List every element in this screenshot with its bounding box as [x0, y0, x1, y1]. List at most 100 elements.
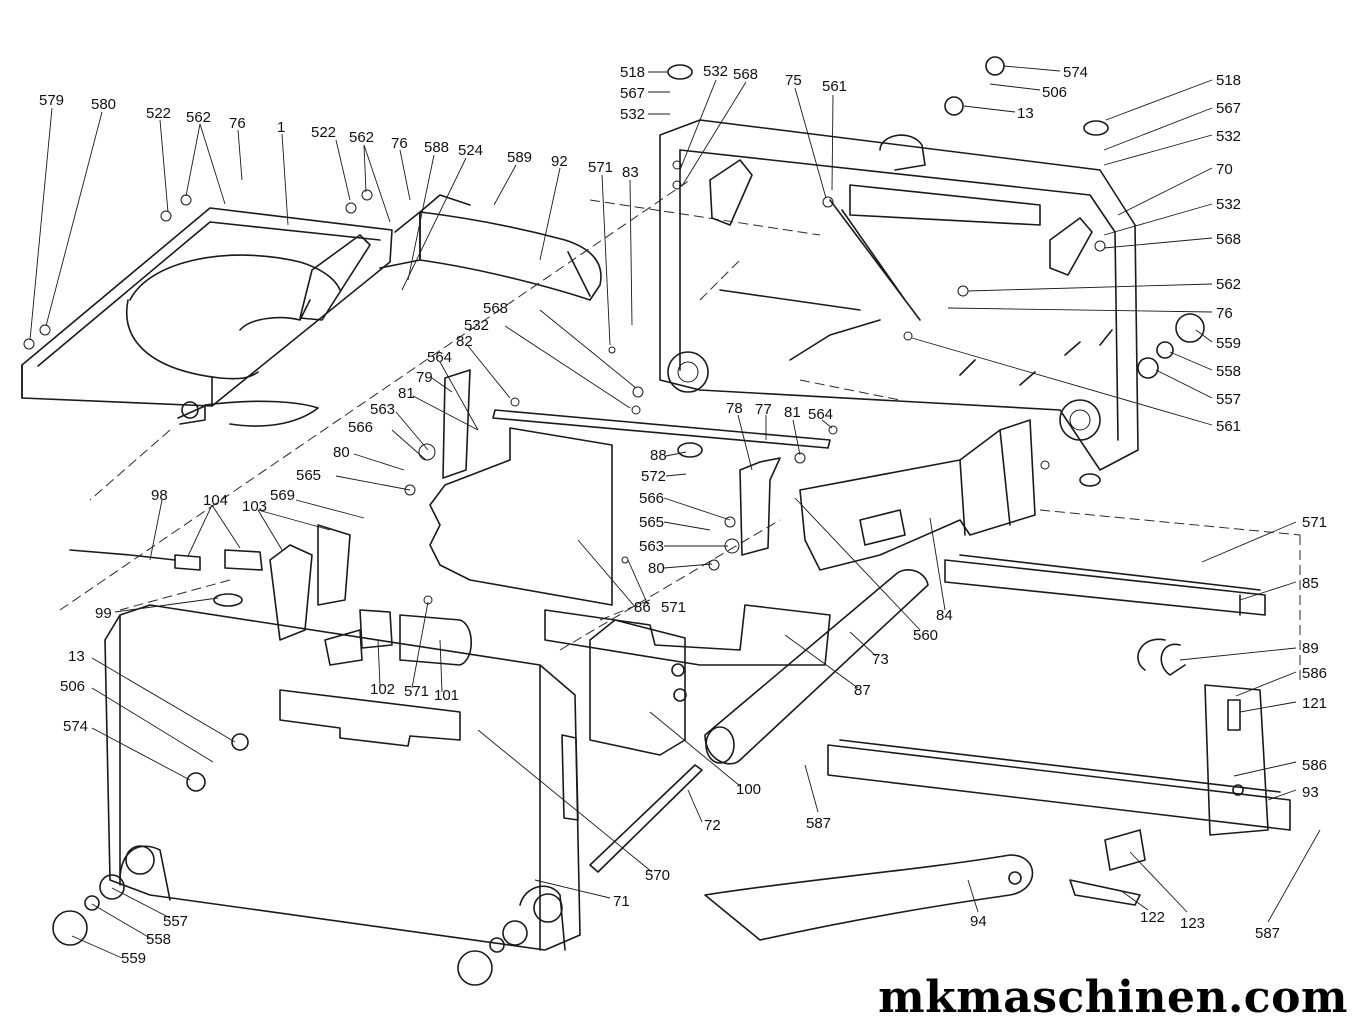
guard-frame-part-1	[21, 207, 393, 427]
callout-85: 85	[1302, 575, 1319, 592]
callout-506: 506	[1042, 84, 1067, 101]
tube-part-73	[704, 569, 929, 765]
callout-93: 93	[1302, 784, 1319, 801]
capacitor-part-101	[399, 614, 472, 666]
callout-566: 566	[639, 490, 664, 507]
callout-101: 101	[434, 687, 459, 704]
callout-13: 13	[68, 648, 85, 665]
callout-563: 563	[639, 538, 664, 555]
callout-561: 561	[1216, 418, 1241, 435]
upper-frame-part-70	[659, 119, 1139, 471]
callout-557: 557	[163, 913, 188, 930]
callout-558: 558	[1216, 363, 1241, 380]
callout-73: 73	[872, 651, 889, 668]
callout-524: 524	[458, 142, 483, 159]
handle-part-94	[704, 854, 1034, 941]
callout-81: 81	[398, 385, 415, 402]
callout-560: 560	[913, 627, 938, 644]
projection-lines	[59, 179, 1301, 680]
callout-566: 566	[348, 419, 373, 436]
callout-571: 571	[588, 159, 613, 176]
callout-587: 587	[806, 815, 831, 832]
plate-part-87	[544, 604, 831, 666]
callout-571: 571	[1302, 514, 1327, 531]
callout-562: 562	[186, 109, 211, 126]
callout-580: 580	[91, 96, 116, 113]
latch-part-123	[1104, 829, 1146, 871]
latch-part-122	[1069, 879, 1141, 906]
callout-86: 86	[634, 599, 651, 616]
callout-82: 82	[456, 333, 473, 350]
callout-557: 557	[1216, 391, 1241, 408]
callout-532: 532	[703, 63, 728, 80]
leader-lines	[29, 65, 1321, 959]
threaded-rod-part-72	[589, 764, 703, 873]
callout-78: 78	[726, 400, 743, 417]
bracket-part-78	[739, 457, 781, 556]
callout-88: 88	[650, 447, 667, 464]
callout-567: 567	[620, 85, 645, 102]
callout-13: 13	[1017, 105, 1034, 122]
callout-569: 569	[270, 487, 295, 504]
callout-1: 1	[277, 119, 285, 136]
callout-588: 588	[424, 139, 449, 156]
callout-80: 80	[648, 560, 665, 577]
rod-bar-part-77	[492, 409, 831, 449]
clamp-part-102	[324, 609, 393, 666]
callout-586: 586	[1302, 757, 1327, 774]
callout-87: 87	[854, 682, 871, 699]
callout-76: 76	[391, 135, 408, 152]
dust-chute-part-84	[799, 419, 1036, 571]
callout-559: 559	[121, 950, 146, 967]
callout-75: 75	[785, 72, 802, 89]
power-cable-part-98	[69, 549, 263, 571]
callout-561: 561	[822, 78, 847, 95]
callout-564: 564	[808, 406, 833, 423]
callout-121: 121	[1302, 695, 1327, 712]
callout-522: 522	[146, 105, 171, 122]
callout-586: 586	[1302, 665, 1327, 682]
motor-housing-part-71	[104, 604, 581, 951]
callout-568: 568	[733, 66, 758, 83]
blade-cover-part-92	[379, 194, 602, 301]
callout-567: 567	[1216, 100, 1241, 117]
callout-518: 518	[1216, 72, 1241, 89]
callout-563: 563	[370, 401, 395, 418]
clip-part-89	[1137, 638, 1186, 676]
callout-572: 572	[641, 468, 666, 485]
upright-bracket-part-121	[1204, 684, 1269, 836]
callout-80: 80	[333, 444, 350, 461]
callout-labels: 579 580 522 562 76 1 522 562 76 588 524 …	[39, 63, 1327, 967]
grommet-part-99	[213, 593, 243, 607]
callout-76: 76	[229, 115, 246, 132]
callout-70: 70	[1216, 161, 1233, 178]
callout-564: 564	[427, 349, 452, 366]
callout-532: 532	[1216, 196, 1241, 213]
callout-98: 98	[151, 487, 168, 504]
callout-562: 562	[1216, 276, 1241, 293]
callout-565: 565	[296, 467, 321, 484]
callout-81: 81	[784, 404, 801, 421]
callout-562: 562	[349, 129, 374, 146]
switch-box-part-100	[589, 619, 687, 756]
callout-571: 571	[661, 599, 686, 616]
callout-104: 104	[203, 492, 228, 509]
callout-506: 506	[60, 678, 85, 695]
callout-518: 518	[620, 64, 645, 81]
callout-568: 568	[483, 300, 508, 317]
bracket-part-79	[442, 369, 471, 479]
callout-570: 570	[645, 867, 670, 884]
callout-79: 79	[416, 369, 433, 386]
callout-571: 571	[404, 683, 429, 700]
callout-99: 99	[95, 605, 112, 622]
watermark-text: mkmaschinen.com	[878, 972, 1348, 1023]
callout-558: 558	[146, 931, 171, 948]
callout-123: 123	[1180, 915, 1205, 932]
foot-parts	[52, 56, 1205, 986]
support-bar-part-93	[827, 739, 1291, 831]
callout-559: 559	[1216, 335, 1241, 352]
callout-587: 587	[1255, 925, 1280, 942]
callout-94: 94	[970, 913, 987, 930]
base-plate-part-86	[429, 427, 613, 606]
